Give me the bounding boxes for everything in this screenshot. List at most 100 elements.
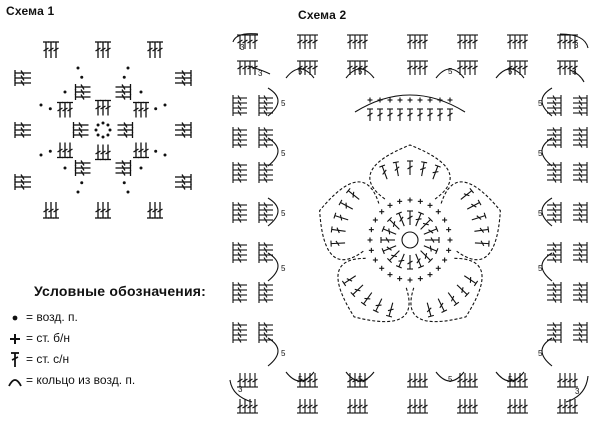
chain-arch <box>229 379 253 403</box>
double-crochet-stitch <box>417 373 423 388</box>
double-crochet-stitch <box>547 177 562 183</box>
chain-stitch <box>126 66 130 70</box>
double-crochet-stitch <box>258 242 273 248</box>
double-crochet-stitch <box>232 297 247 303</box>
chain-arch <box>435 68 465 79</box>
double-crochet-stitch <box>547 132 562 138</box>
double-crochet-stitch <box>258 247 273 253</box>
double-crochet-stitch <box>547 207 562 213</box>
double-crochet-stitch <box>350 284 364 298</box>
single-crochet-stitch <box>397 198 403 204</box>
double-crochet-stitch <box>462 60 468 75</box>
single-crochet-stitch <box>407 277 413 283</box>
double-crochet-stitch <box>412 373 418 388</box>
double-crochet-stitch <box>297 399 303 414</box>
double-crochet-stitch <box>573 172 588 178</box>
double-crochet-stitch <box>397 108 403 121</box>
double-crochet-stitch <box>232 287 247 293</box>
single-crochet-stitch <box>442 257 448 263</box>
double-crochet-stitch <box>407 373 413 388</box>
double-crochet-stitch <box>547 242 562 248</box>
chain-arch <box>267 337 279 367</box>
double-crochet-stitch <box>333 212 349 221</box>
double-crochet-stitch <box>573 162 588 168</box>
double-crochet-stitch <box>258 95 273 101</box>
chain-count-label: 5 <box>538 349 543 358</box>
double-crochet-stitch <box>417 399 423 414</box>
double-crochet-stitch <box>474 240 490 247</box>
chain-arch <box>565 375 589 403</box>
double-crochet-stitch <box>258 167 273 173</box>
double-crochet-stitch <box>573 252 588 258</box>
single-crochet-stitch <box>447 237 453 243</box>
double-crochet-stitch <box>573 327 588 333</box>
single-crochet-stitch <box>417 198 423 204</box>
single-crochet-stitch <box>372 257 378 263</box>
double-crochet-stitch <box>14 75 31 81</box>
double-crochet-stitch <box>258 287 273 293</box>
double-crochet-stitch <box>232 217 247 223</box>
double-crochet-stitch <box>573 292 588 298</box>
double-crochet-stitch <box>573 142 588 148</box>
double-crochet-stitch <box>138 142 144 159</box>
double-crochet-stitch <box>422 399 428 414</box>
double-crochet-stitch <box>105 99 111 116</box>
chain-arch <box>569 69 585 83</box>
double-crochet-stitch <box>232 105 247 111</box>
chain-count-label: 5 <box>281 99 286 108</box>
double-crochet-stitch <box>362 34 368 49</box>
double-crochet-stitch <box>573 257 588 263</box>
double-crochet-stitch <box>457 399 463 414</box>
double-crochet-stitch <box>352 34 358 49</box>
chain-stitch <box>39 103 43 107</box>
double-crochet-stitch <box>175 122 192 128</box>
double-crochet-stitch <box>115 94 132 100</box>
double-crochet-stitch <box>117 122 134 128</box>
double-crochet-stitch <box>74 165 91 171</box>
double-crochet-stitch <box>457 373 463 388</box>
chain-arch <box>495 371 525 382</box>
double-crochet-stitch <box>175 184 192 190</box>
double-crochet-stitch <box>338 199 354 210</box>
double-crochet-stitch <box>463 275 479 287</box>
chain-arch <box>541 337 553 367</box>
double-crochet-stitch <box>312 399 318 414</box>
double-crochet-stitch <box>175 132 192 138</box>
double-crochet-stitch <box>547 297 562 303</box>
chain-stitch <box>106 133 110 137</box>
double-crochet-stitch <box>297 34 303 49</box>
legend-item-label: = ст. б/н <box>26 331 71 345</box>
double-crochet-stitch <box>380 237 395 243</box>
double-crochet-stitch <box>247 373 253 388</box>
double-crochet-stitch <box>175 179 192 185</box>
double-crochet-stitch <box>547 202 562 208</box>
chain-stitch <box>154 149 158 153</box>
single-crochet-stitch <box>387 202 393 208</box>
double-crochet-stitch <box>522 373 528 388</box>
double-crochet-stitch <box>232 95 247 101</box>
chain-arch <box>354 94 466 113</box>
double-crochet-stitch <box>258 142 273 148</box>
double-crochet-stitch <box>522 60 528 75</box>
double-crochet-stitch <box>347 373 353 388</box>
double-crochet-stitch <box>147 41 153 58</box>
double-crochet-stitch <box>381 245 397 255</box>
double-crochet-stitch <box>562 34 568 49</box>
chain-stitch <box>163 153 167 157</box>
single-crochet-stitch <box>407 197 413 203</box>
double-crochet-stitch <box>573 247 588 253</box>
double-crochet-stitch <box>573 297 588 303</box>
double-crochet-stitch <box>232 207 247 213</box>
double-crochet-stitch <box>53 202 59 219</box>
double-crochet-stitch <box>258 177 273 183</box>
double-crochet-stitch <box>105 41 111 58</box>
double-crochet-stitch <box>347 34 353 49</box>
double-crochet-stitch <box>427 108 433 121</box>
double-crochet-stitch <box>547 287 562 293</box>
double-crochet-stitch <box>547 257 562 263</box>
double-crochet-stitch <box>572 373 578 388</box>
double-crochet-stitch <box>62 101 68 118</box>
double-crochet-stitch <box>232 292 247 298</box>
single-crochet-stitch <box>435 209 441 215</box>
